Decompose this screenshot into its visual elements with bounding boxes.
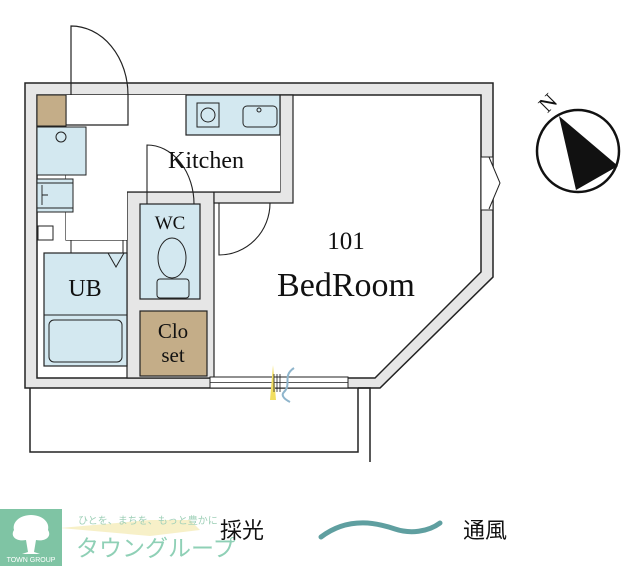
daylight-beam bbox=[60, 520, 200, 536]
daylight-legend-label: 採光 bbox=[220, 519, 264, 544]
sink bbox=[242, 105, 278, 128]
entrance-floor bbox=[36, 94, 67, 127]
stove bbox=[196, 102, 220, 128]
ventilation-legend-label: 通風 bbox=[463, 519, 507, 544]
tree-icon bbox=[12, 515, 50, 554]
ventilation-legend-icon bbox=[318, 520, 443, 540]
daylight-marker-icon bbox=[270, 365, 276, 400]
closet-label-line1: Clo bbox=[158, 319, 188, 343]
wc-label: WC bbox=[155, 213, 186, 234]
ventilation-marker-icon bbox=[281, 367, 295, 403]
logo-jp-name: タウングループ bbox=[76, 536, 236, 562]
toilet-icon bbox=[157, 237, 187, 279]
kitchen-counter bbox=[185, 94, 281, 136]
entrance-door[interactable] bbox=[70, 25, 129, 96]
north-label: N bbox=[533, 88, 562, 117]
logo: TOWN GROUP ひとを、まちを、もっと豊かに タウングループ bbox=[0, 509, 236, 566]
washbasin bbox=[36, 178, 74, 213]
kitchen-label: Kitchen bbox=[168, 148, 244, 174]
compass: N bbox=[533, 88, 621, 194]
balcony bbox=[29, 387, 371, 462]
washing-machine-space bbox=[36, 126, 87, 176]
closet-label-line2: set bbox=[161, 343, 184, 367]
logo-tagline: ひとを、まちを、もっと豊かに bbox=[78, 514, 218, 527]
north-arrow-icon bbox=[559, 116, 618, 190]
bathtub bbox=[48, 319, 123, 363]
stove-burner-icon bbox=[200, 107, 216, 123]
unit-bath bbox=[43, 252, 128, 367]
closet bbox=[139, 310, 208, 377]
logo-en-name: TOWN GROUP bbox=[7, 557, 56, 564]
door-marker-icon bbox=[107, 252, 125, 269]
unit-number: 101 bbox=[327, 228, 365, 255]
wc-door[interactable] bbox=[146, 144, 195, 205]
bedroom-door[interactable] bbox=[218, 202, 271, 256]
ub-label: UB bbox=[68, 276, 101, 302]
bedroom-label: BedRoom bbox=[277, 267, 415, 304]
exterior-wall bbox=[24, 82, 494, 389]
